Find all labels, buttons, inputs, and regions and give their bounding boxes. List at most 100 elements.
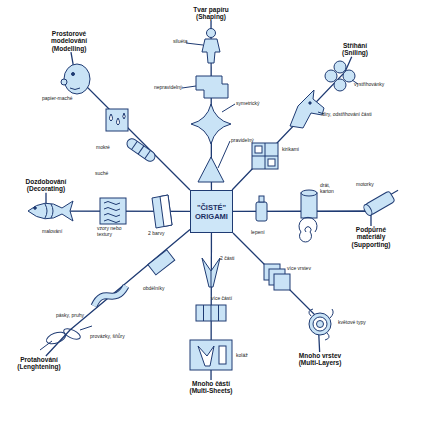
layered-squares	[274, 274, 290, 290]
string-knot	[40, 326, 92, 350]
papier-mache-face	[61, 79, 67, 85]
textured-square	[100, 198, 126, 224]
textured-square	[100, 198, 126, 224]
item-label: siluéta	[173, 39, 187, 45]
silhouette-figure	[202, 39, 220, 63]
flower-rose	[309, 309, 333, 340]
item-label: drát, karton	[320, 183, 342, 195]
item-label: květové typy	[338, 320, 366, 326]
dry-paper-roll	[145, 150, 151, 158]
branch-connector	[46, 230, 190, 356]
symmetric-star	[191, 104, 235, 144]
rectangle-strip	[148, 250, 175, 275]
wet-folding-sheet	[106, 109, 128, 131]
category-heading: Podpůrné materiály (Supporting)	[348, 226, 394, 248]
painted-fish	[34, 207, 37, 210]
collage-frame	[219, 346, 226, 364]
item-label: kirikami	[282, 147, 299, 153]
category-heading: Tvar papíru (Shaping)	[186, 6, 236, 21]
node-text: Dozdobování (Decorating)	[20, 178, 72, 193]
irregular-sheet	[196, 76, 228, 98]
item-label: obdélníky	[143, 286, 164, 292]
papier-mache-face	[72, 73, 75, 76]
item-label: vystřihovánky	[354, 82, 384, 88]
item-label: pravidelný	[231, 138, 254, 144]
painted-fish	[28, 201, 73, 221]
kirikami-window	[252, 143, 278, 169]
category-heading: Stříhání (Sniling)	[336, 42, 374, 57]
wavy-ribbon	[94, 286, 126, 306]
category-heading: Mnoho vrstev (Multi-Layers)	[295, 352, 345, 367]
item-label: suché	[95, 171, 108, 177]
wet-folding-sheet	[106, 109, 128, 131]
node-text: Prostorové modelování (Modelling)	[45, 30, 93, 52]
multi-part-tiles	[196, 305, 226, 321]
item-label: 2 barvy	[148, 231, 164, 237]
horse-head-cutout	[290, 90, 324, 128]
cardboard-tube	[299, 190, 317, 242]
glue-bottle	[256, 196, 267, 221]
two-color-sheet	[152, 195, 172, 228]
regular-triangle	[198, 141, 230, 182]
two-color-sheet	[160, 195, 172, 227]
node-text: Protahování (Lenghtening)	[12, 356, 66, 371]
node-text: Tvar papíru (Shaping)	[186, 6, 236, 21]
clover-cutout	[334, 61, 346, 73]
painted-fish	[28, 201, 73, 221]
wet-folding-sheet	[117, 118, 120, 125]
regular-triangle	[218, 141, 230, 168]
rectangle-strip	[148, 250, 175, 275]
item-label: 2 části	[220, 256, 234, 262]
item-label: více vrstev	[287, 266, 311, 272]
flower-rose	[313, 317, 327, 331]
horse-head-cutout	[309, 102, 311, 104]
item-label: mokré	[96, 145, 110, 151]
multi-part-tiles	[218, 305, 219, 321]
multi-part-tiles	[196, 305, 226, 321]
item-label: koláž	[236, 353, 248, 359]
kirikami-window	[255, 146, 262, 153]
item-label: provázky, šňůry	[90, 334, 125, 340]
textured-square	[104, 202, 120, 223]
glue-bottle	[259, 196, 264, 202]
cardboard-tube	[301, 190, 317, 196]
dry-paper-roll	[132, 141, 138, 149]
kirikami-window	[252, 156, 278, 157]
category-heading: Mnoho částí (Multi-Sheets)	[186, 380, 236, 395]
symmetric-star	[222, 104, 235, 112]
painted-fish	[45, 204, 53, 218]
multi-part-tiles	[211, 305, 212, 321]
two-part-crane	[202, 258, 220, 287]
item-label: nepravidelný	[154, 85, 182, 91]
node-text: Podpůrné materiály (Supporting)	[348, 226, 394, 248]
dry-paper-roll	[125, 137, 157, 164]
cardboard-tube	[301, 193, 317, 218]
wavy-ribbon	[94, 286, 126, 306]
papier-mache-face	[70, 88, 80, 90]
clover-cutout	[325, 70, 337, 82]
item-label: díry, odstřihování části	[322, 112, 372, 118]
papier-mache-face	[61, 64, 90, 94]
wet-folding-sheet	[110, 114, 113, 121]
papier-mache-face	[64, 64, 90, 94]
category-heading: Protahování (Lenghtening)	[12, 356, 66, 371]
collage-frame	[190, 340, 232, 370]
dry-paper-roll	[125, 137, 157, 164]
silhouette-figure	[207, 29, 216, 38]
silhouette-figure	[186, 43, 203, 45]
glue-bottle	[256, 202, 267, 221]
dry-paper-roll	[138, 146, 144, 154]
motor-cylinder	[391, 190, 398, 194]
clover-cutout	[325, 61, 358, 91]
two-part-crane	[211, 271, 212, 287]
item-label: papier-maché	[42, 96, 73, 102]
silhouette-figure	[186, 29, 220, 64]
kirikami-window	[252, 143, 278, 169]
irregular-sheet	[182, 86, 196, 88]
branch-connector	[232, 57, 352, 190]
flower-rose	[309, 309, 333, 340]
motor-cylinder	[362, 187, 402, 217]
two-part-crane	[202, 258, 220, 287]
item-label: symetrický	[236, 101, 260, 107]
